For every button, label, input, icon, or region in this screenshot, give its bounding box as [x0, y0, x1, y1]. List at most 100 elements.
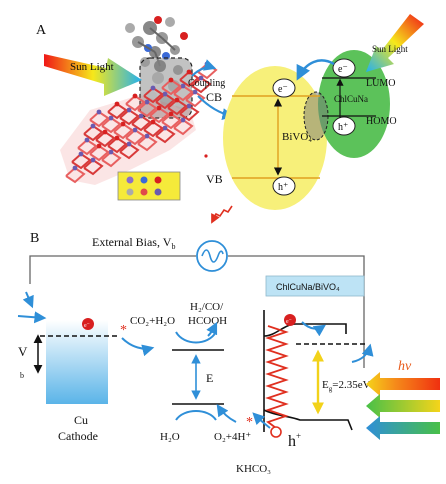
bivo4-electron: e⁻ [272, 78, 296, 98]
lattice-atom [162, 125, 168, 131]
o2-reaction: O₂+4H⁺ [214, 431, 251, 443]
hole-to-water-arrow [216, 404, 237, 423]
anode-hole-circle [270, 426, 282, 438]
lattice-atom [156, 105, 162, 111]
photoanode-label: ChlCuNa/BiVO₄ [276, 282, 340, 292]
lattice-atom [120, 121, 126, 127]
sun-light-right-label: Sun Light [372, 44, 408, 54]
lattice-atom [90, 123, 96, 129]
lattice-bond [155, 126, 176, 144]
lattice-bond [119, 142, 140, 160]
chlcuna-label: ChlCuNa [334, 94, 368, 104]
lattice-atom [180, 117, 186, 123]
lattice-bond [179, 70, 200, 88]
light-absorption-zigzag [265, 325, 289, 429]
electron-transfer-arrow [296, 59, 335, 81]
lattice-bond [161, 112, 182, 130]
coupling-arrow [191, 59, 217, 77]
lattice-atom [174, 97, 180, 103]
lattice-bond [179, 104, 200, 122]
lattice-atom [180, 83, 186, 89]
lattice-bond [137, 134, 158, 152]
atom-legend-box [117, 171, 181, 201]
lattice-bond [95, 130, 116, 148]
lumo-label: LUMO [366, 78, 395, 89]
lattice-atom [132, 127, 138, 133]
external-bias-label: External Bias, Vb [92, 235, 175, 251]
lattice-bond [83, 158, 104, 176]
lattice-atom [114, 135, 120, 141]
lattice-bond [101, 150, 122, 168]
lattice-bond [119, 108, 140, 126]
lattice-atom [96, 109, 102, 115]
cathode-label: Cathode [58, 429, 98, 443]
lattice-bond [89, 110, 110, 128]
panel-a-label: A [36, 23, 47, 38]
lattice-atom [108, 149, 114, 155]
lattice-atom [132, 93, 138, 99]
lattice-atom [162, 91, 168, 97]
anode-star: * [246, 415, 253, 430]
svg-text:h⁺: h⁺ [338, 122, 348, 133]
lattice-atom [168, 77, 174, 83]
lattice-bond [131, 114, 152, 132]
lattice-atom [204, 61, 210, 67]
lattice-atom [138, 113, 144, 119]
anode-electron [284, 314, 296, 326]
lattice-atom [102, 129, 108, 135]
cathode-electron [82, 318, 94, 330]
photoanode-label-box [265, 275, 365, 297]
bivo4-label: BiVO₄ [282, 131, 312, 143]
electron-to-co2-arrow [121, 337, 155, 357]
lattice-atom [78, 151, 84, 157]
hv-arrows [366, 372, 440, 440]
hv-label: hv [398, 359, 412, 374]
lattice-atom [144, 133, 150, 139]
photoanode-band-diagram [263, 310, 353, 432]
chlcuna-electron: e⁻ [332, 58, 356, 78]
cu-label: Cu [74, 413, 88, 427]
lattice-bond [107, 102, 128, 120]
lattice-bond [65, 166, 86, 184]
lattice-bond [125, 128, 146, 146]
external-circuit [29, 255, 365, 368]
lattice-bond [71, 152, 92, 170]
lattice-atom [126, 141, 132, 147]
lattice-bond [77, 138, 98, 156]
lattice-atom [168, 111, 174, 117]
panel-b-label: B [30, 231, 39, 246]
lattice-atom [144, 99, 150, 105]
lattice-atom [96, 143, 102, 149]
h2o-label: H₂O [160, 431, 180, 443]
lattice-atom [198, 75, 204, 81]
svg-text:h⁺: h⁺ [278, 182, 288, 193]
sun-light-beam-right [366, 14, 424, 72]
products-line1: H₂/CO/ [190, 301, 224, 313]
lattice-atom [186, 103, 192, 109]
lattice-atom [192, 89, 198, 95]
lattice-atom [186, 69, 192, 75]
lattice-bond [161, 78, 182, 96]
cathode-electron-label: e⁻ [84, 323, 90, 329]
anode-electron-label: e⁻ [286, 319, 292, 325]
lattice-bond [185, 90, 206, 108]
lattice-bond [149, 106, 170, 124]
lattice-atom [126, 107, 132, 113]
lattice-bond [155, 92, 176, 110]
sun-light-left-label: Sun Light [70, 61, 114, 73]
oxidation-curve [175, 410, 217, 421]
sun-light-beam-left [44, 54, 142, 96]
products-line2: HCOOH [188, 315, 227, 327]
hole-arrow [252, 412, 271, 429]
lattice-bonds [65, 61, 218, 184]
anode-hole-label: h+ [288, 431, 301, 450]
band-gap-label: Eg=2.35eV [322, 379, 371, 393]
cathode-star: * [120, 323, 127, 338]
vb-bias-label: V [18, 344, 28, 359]
light-bolt-arrow [211, 205, 233, 224]
cu-cathode [46, 320, 108, 404]
lattice-bond [113, 122, 134, 140]
lattice-bond [173, 118, 194, 136]
potential-e-label: E [206, 371, 213, 385]
